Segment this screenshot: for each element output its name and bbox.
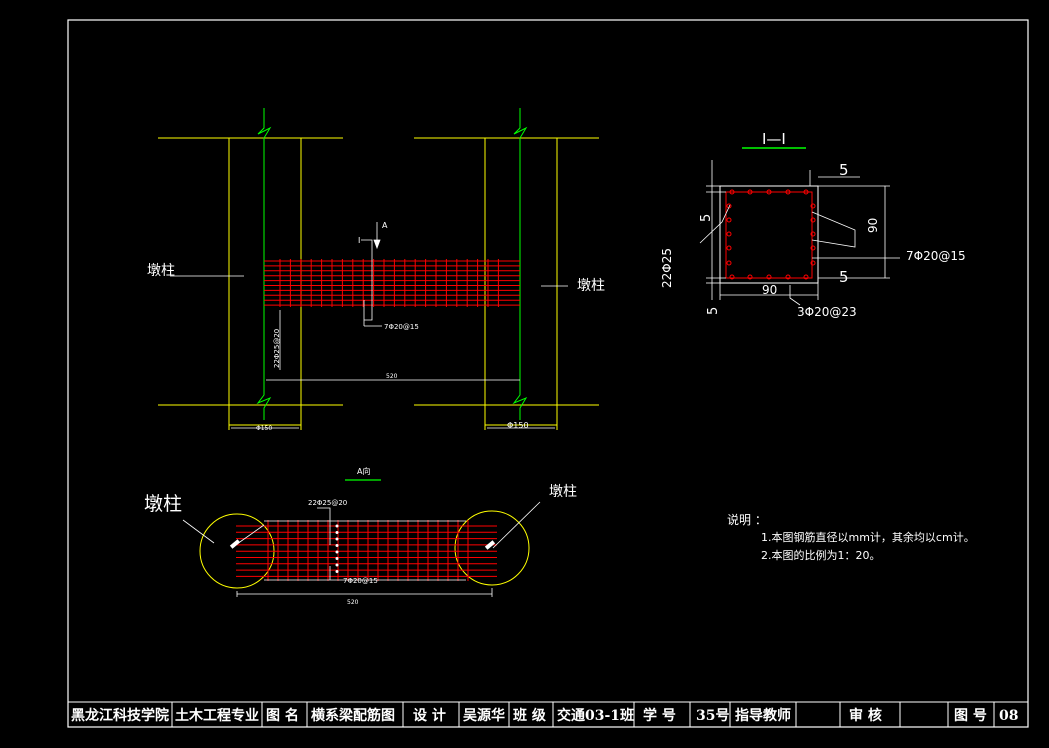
section-rebar	[810, 260, 816, 266]
tb-name-label: 图 名	[266, 707, 299, 724]
section-dim-left-lower: 5	[706, 307, 721, 315]
section-rebar	[726, 245, 732, 251]
note-item-1: 1.本图钢筋直径以mm计，其余均以cm计。	[761, 530, 975, 544]
elevation-span-dim: 520	[386, 373, 398, 380]
tb-class-label: 班 级	[513, 707, 547, 724]
plan-center-bar	[335, 550, 339, 554]
plan-center-bar	[335, 537, 339, 541]
plan-rebar-grid	[236, 520, 497, 581]
title-block: 黑龙江科技学院 土木工程专业 图 名 横系梁配筋图 设 计 吴源华 班 级 交通…	[67, 701, 1029, 728]
plan-center-bar	[335, 563, 339, 567]
plan-center-bars	[335, 524, 339, 573]
plan-center-bar	[335, 557, 339, 560]
notes-heading: 说明 ：	[727, 512, 767, 527]
tb-id-label: 学 号	[643, 707, 676, 724]
section-bars-left-label: 22Φ25	[660, 248, 674, 288]
notes: 说明 ： 1.本图钢筋直径以mm计，其余均以cm计。 2.本图的比例为1：20。	[727, 512, 975, 562]
elevation-stirrup-label: 7Φ20@15	[384, 323, 419, 331]
tb-teacher-label: 指导教师	[735, 707, 791, 724]
section-rebar	[810, 245, 816, 251]
section-stirrup	[725, 191, 813, 279]
plan-column-markers	[229, 539, 496, 550]
section-dimensions	[699, 160, 900, 306]
plan-span-dim: 520	[347, 599, 359, 606]
section-rebar	[726, 217, 732, 223]
tb-student-id: 35号	[696, 708, 729, 724]
section-outline	[719, 185, 819, 284]
tb-major: 土木工程专业	[175, 707, 259, 724]
plan-right-column-label: 墩柱	[549, 484, 577, 500]
section-rebar	[726, 260, 732, 266]
tb-design-label: 设 计	[413, 707, 446, 724]
left-column-axis	[256, 108, 272, 420]
tb-drawing-name: 横系梁配筋图	[311, 707, 395, 724]
section-dim-top-right: 5	[839, 161, 849, 179]
plan-center-bar	[335, 544, 339, 547]
right-column	[414, 137, 599, 430]
section-rebar	[747, 274, 753, 280]
section-dim-bottom-right: 5	[839, 268, 849, 286]
section-bars-bottom-label: 3Φ20@23	[797, 305, 857, 319]
plan-view: A向 墩柱 墩柱 22Φ25@20 7Φ20@15 520	[144, 466, 577, 606]
tb-review-label: 审 核	[849, 707, 882, 724]
tb-sheet-no: 08	[999, 708, 1018, 724]
drawing-border	[67, 19, 1029, 728]
plan-annotations	[182, 501, 541, 597]
tb-school: 黑龙江科技学院	[71, 707, 169, 724]
section-rebar	[766, 189, 772, 195]
elevation-view: 墩柱 墩柱 I A 7Φ20@15 22Φ25@20 520 Φ150 Φ150	[147, 108, 605, 432]
section-view: I—I 5 5 90 5 90 5 22Φ25	[660, 130, 966, 319]
section-dim-left-upper: 5	[699, 214, 714, 222]
plan-right-column	[454, 510, 530, 586]
section-rebar	[803, 274, 809, 280]
elevation-annotations	[170, 222, 568, 429]
section-bars-right-label: 7Φ20@15	[906, 249, 966, 263]
plan-center-bar	[335, 570, 339, 573]
plan-center-bar	[335, 531, 339, 534]
section-rebar	[747, 189, 753, 195]
tb-designer: 吴源华	[463, 707, 505, 724]
section-bars	[726, 189, 816, 280]
section-rebar	[785, 189, 791, 195]
elevation-left-col-dim: Φ150	[256, 425, 272, 432]
right-column-axis	[512, 108, 528, 420]
section-mark-top: I	[358, 236, 360, 245]
tb-sheet-label: 图 号	[954, 708, 987, 724]
section-dim-right-height: 90	[866, 218, 880, 233]
section-rebar	[810, 231, 816, 237]
section-rebar	[766, 274, 772, 280]
plan-left-column-label: 墩柱	[144, 493, 182, 515]
section-rebar	[729, 274, 735, 280]
plan-main-bar-label: 22Φ25@20	[308, 499, 347, 507]
section-rebar	[810, 217, 816, 223]
section-rebar	[785, 274, 791, 280]
section-rebar	[810, 203, 816, 209]
plan-stirrup-label: 7Φ20@15	[343, 577, 378, 585]
section-rebar	[803, 189, 809, 195]
note-item-2: 2.本图的比例为1：20。	[761, 548, 881, 562]
section-rebar	[726, 231, 732, 237]
plan-title: A向	[357, 466, 370, 476]
section-title: I—I	[762, 130, 786, 148]
plan-center-bar	[335, 524, 339, 528]
elevation-right-col-dim: Φ150	[507, 421, 529, 430]
view-arrow-label: A	[382, 221, 388, 230]
elevation-main-bar-label: 22Φ25@20	[273, 329, 281, 368]
section-dim-bottom-width: 90	[762, 283, 777, 297]
tb-class-name: 交通03-1班	[557, 707, 634, 724]
elevation-left-column-label: 墩柱	[147, 263, 175, 279]
elevation-rebar-grid	[264, 259, 520, 307]
elevation-right-column-label: 墩柱	[577, 278, 605, 294]
left-column	[158, 137, 343, 430]
section-rebar	[729, 189, 735, 195]
